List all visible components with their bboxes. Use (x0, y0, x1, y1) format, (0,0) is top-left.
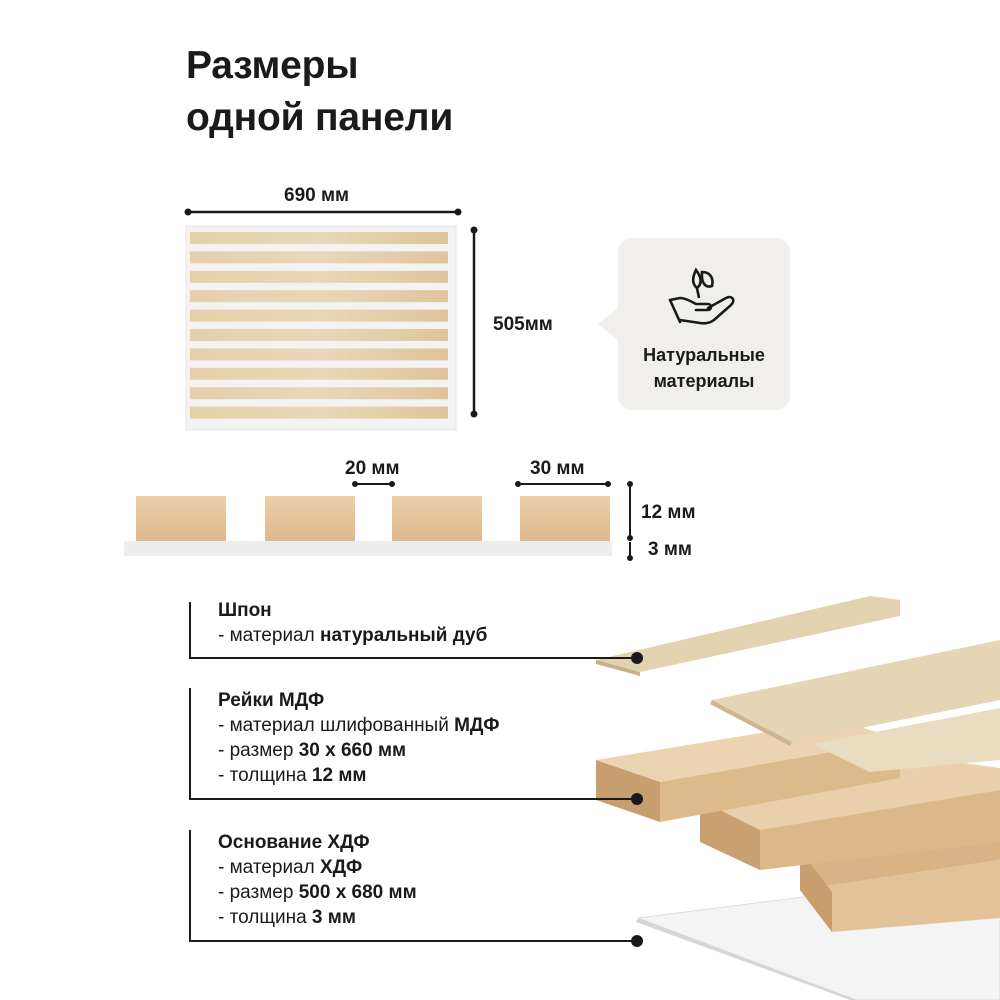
front-slat (190, 270, 448, 283)
mdf-spec: Рейки МДФ - материал шлифованный МДФ - р… (218, 688, 499, 788)
veneer-spec: Шпон - материал натуральный дуб (218, 598, 487, 648)
front-slat (190, 329, 448, 341)
veneer-title: Шпон (218, 600, 272, 621)
front-slat (190, 348, 448, 361)
hdf-title: Основание ХДФ (218, 832, 370, 853)
title-line-2: одной панели (186, 96, 454, 139)
hand-leaf-icon (668, 267, 735, 325)
title-line-1: Размеры (186, 44, 359, 87)
panel-height-label: 505мм (493, 314, 553, 335)
slat-width-label: 30 мм (530, 458, 585, 479)
mdf-pointer-dot (631, 793, 643, 805)
profile-base (124, 541, 612, 556)
front-slat (190, 367, 448, 380)
hdf-size: - размер 500 х 680 мм (218, 882, 417, 903)
natural-materials-badge: Натуральные материалы (618, 238, 790, 410)
profile-slat (392, 496, 482, 541)
front-slat (190, 387, 448, 400)
gap-width-label: 20 мм (345, 458, 400, 479)
badge-line-1: Натуральные (643, 345, 765, 365)
veneer-layer-2 (712, 640, 1000, 742)
veneer-material: - материал натуральный дуб (218, 625, 488, 646)
hdf-bracket (189, 830, 639, 942)
mdf-size: - размер 30 х 660 мм (218, 740, 407, 761)
hdf-material: - материал ХДФ (218, 857, 363, 878)
front-slat (190, 232, 448, 244)
front-slat (190, 290, 448, 303)
mdf-bracket (189, 688, 639, 800)
base-height-label: 3 мм (648, 539, 692, 560)
hdf-pointer-dot (631, 935, 643, 947)
veneer-layer-1 (596, 596, 900, 672)
hdf-thickness: - толщина 3 мм (218, 907, 356, 928)
veneer-bracket (189, 602, 639, 659)
profile-slat (136, 496, 226, 541)
front-slat (190, 406, 448, 419)
mdf-thickness: - толщина 12 мм (218, 765, 367, 786)
badge-pointer (598, 308, 618, 340)
mdf-material: - материал шлифованный МДФ (218, 715, 500, 736)
profile-slat (520, 496, 610, 541)
panel-width-label: 690 мм (284, 185, 350, 206)
veneer-pointer-dot (631, 652, 643, 664)
layers-illustration (596, 596, 1000, 1000)
page-title: Размеры одной панели (186, 40, 453, 144)
mdf-title: Рейки МДФ (218, 690, 325, 711)
profile-slat (265, 496, 355, 541)
hdf-spec: Основание ХДФ - материал ХДФ - размер 50… (218, 830, 417, 930)
badge-line-2: материалы (653, 371, 755, 391)
slat-height-label: 12 мм (641, 502, 696, 523)
front-slat (190, 309, 448, 322)
front-slat (190, 251, 448, 264)
